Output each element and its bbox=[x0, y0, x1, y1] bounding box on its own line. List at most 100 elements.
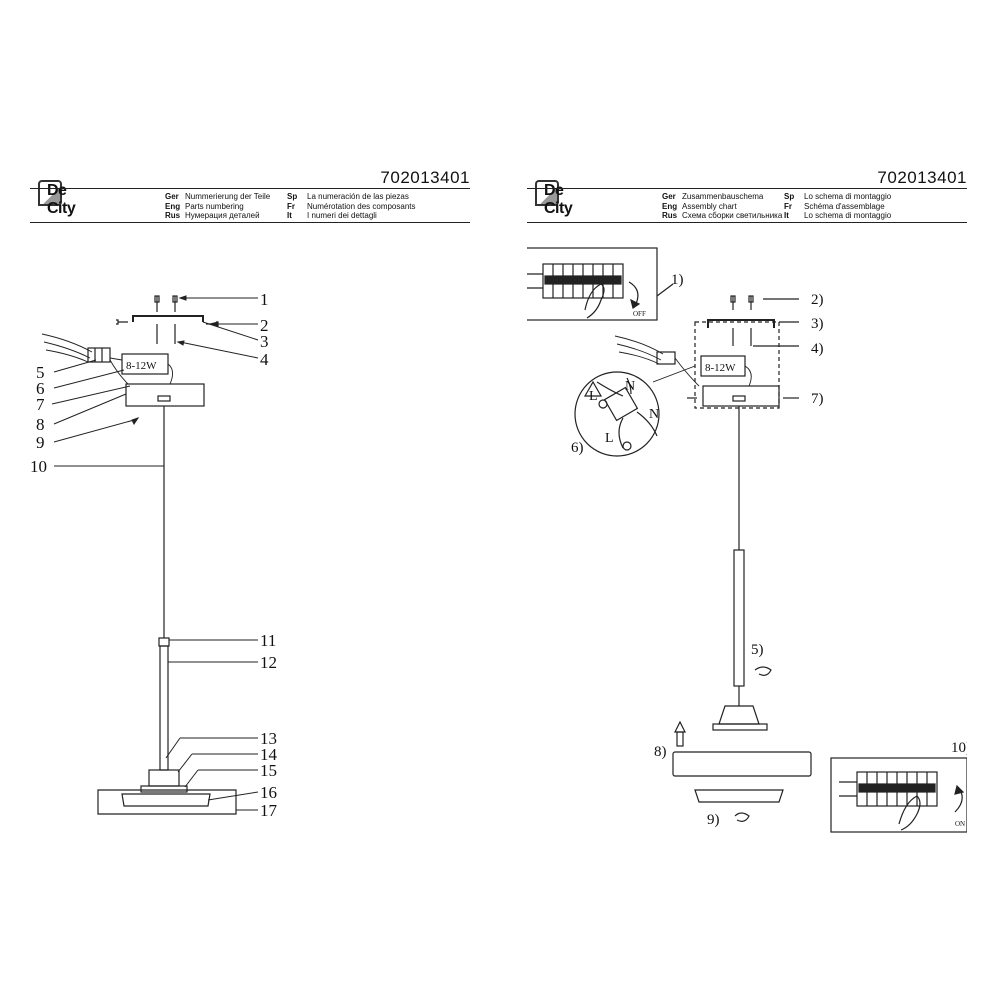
step-label: 8) bbox=[654, 744, 667, 760]
lang-code: Fr bbox=[784, 201, 792, 211]
step-label: 2) bbox=[811, 292, 824, 308]
logo-mark-icon bbox=[38, 180, 62, 206]
circuit-breaker-icon bbox=[527, 263, 624, 299]
header-text: Нумерация деталей bbox=[185, 211, 260, 220]
step-label: 9) bbox=[707, 812, 720, 828]
part-number: 11 bbox=[260, 631, 276, 650]
step-label: 6) bbox=[571, 440, 584, 456]
part-number: 1 bbox=[260, 290, 269, 309]
lamp-ring bbox=[140, 785, 188, 793]
header-text: La numeración de las piezas bbox=[307, 192, 409, 201]
part-number: 16 bbox=[260, 783, 277, 802]
logo-mark-icon bbox=[535, 180, 559, 206]
wire-label: L bbox=[605, 431, 614, 446]
step-label: 4) bbox=[811, 341, 824, 357]
rotate-icon bbox=[734, 812, 750, 822]
header-text: I numeri dei dettagli bbox=[307, 211, 377, 220]
screw-icon bbox=[154, 295, 178, 312]
wire-label: N bbox=[649, 407, 659, 422]
driver-label: 8-12W bbox=[126, 360, 157, 372]
wire-label: L bbox=[589, 389, 598, 404]
breaker-off-panel bbox=[527, 247, 658, 321]
switch-on-label: ON bbox=[955, 820, 965, 828]
header-top-rule bbox=[527, 188, 967, 189]
diffuser bbox=[672, 751, 812, 777]
rotate-icon bbox=[754, 666, 772, 676]
header-text: Lo schema di montaggio bbox=[804, 211, 892, 220]
part-number: 8 bbox=[36, 415, 45, 434]
step-label: 3) bbox=[811, 316, 824, 332]
header-bottom-rule bbox=[30, 222, 470, 223]
lang-code: Fr bbox=[287, 201, 295, 211]
wire-label: N bbox=[625, 379, 635, 394]
hand-icon bbox=[584, 283, 605, 319]
lang-code: Rus bbox=[662, 211, 678, 220]
warning-icon bbox=[583, 380, 603, 397]
circuit-breaker-icon bbox=[839, 771, 938, 807]
wiring-detail-circle bbox=[574, 371, 660, 457]
mounting-bracket bbox=[707, 319, 775, 328]
stem-tube bbox=[159, 645, 169, 771]
part-number: 17 bbox=[260, 801, 278, 820]
step-label: 5) bbox=[751, 642, 764, 658]
header-text: Zusammenbauschema bbox=[682, 192, 764, 201]
switch-off-label: OFF bbox=[633, 310, 646, 318]
lang-code: It bbox=[784, 211, 789, 220]
part-number: 2 bbox=[260, 316, 269, 335]
diffuser bbox=[97, 789, 237, 815]
led-plate bbox=[121, 793, 211, 807]
header-text: Schéma d'assemblage bbox=[804, 201, 885, 211]
step-label: 10) bbox=[951, 740, 967, 756]
lang-code: Ger bbox=[165, 192, 179, 201]
step-label: 7) bbox=[811, 391, 824, 407]
part-number: 15 bbox=[260, 761, 277, 780]
brand-logo: De City bbox=[535, 178, 595, 217]
part-number: 5 bbox=[36, 363, 45, 382]
header-text: Assembly chart bbox=[682, 201, 737, 211]
product-code: 702013401 bbox=[877, 168, 967, 187]
header-text: Nummerierung der Teile bbox=[185, 192, 271, 201]
stem-cap bbox=[158, 637, 170, 647]
lamp-ring bbox=[712, 723, 768, 731]
mains-wires bbox=[614, 335, 664, 365]
driver-label: 8-12W bbox=[705, 362, 736, 374]
header-bottom-rule bbox=[527, 222, 967, 223]
part-number: 7 bbox=[36, 395, 45, 414]
earth-terminal-icon bbox=[622, 441, 632, 451]
side-screw-icon bbox=[116, 319, 128, 325]
part-number: 4 bbox=[260, 350, 269, 369]
canopy bbox=[702, 385, 780, 407]
header-text: Lo schema di montaggio bbox=[804, 192, 892, 201]
driver-wires bbox=[674, 357, 752, 387]
part-number: 10 bbox=[30, 457, 47, 476]
lamp-holder bbox=[718, 705, 760, 725]
assembly-outline bbox=[694, 321, 780, 409]
lang-code: Sp bbox=[287, 192, 298, 201]
lang-code: Rus bbox=[165, 211, 181, 220]
mounting-bracket bbox=[132, 315, 204, 322]
canopy bbox=[125, 383, 205, 407]
part-number: 14 bbox=[260, 745, 278, 764]
connector-block bbox=[603, 386, 639, 422]
step-label: 1) bbox=[671, 272, 684, 288]
lang-code: Ger bbox=[662, 192, 676, 201]
terminal-block bbox=[656, 351, 676, 365]
stem-tube bbox=[733, 549, 745, 687]
lang-code: It bbox=[287, 211, 292, 220]
logo-text: De City bbox=[544, 182, 573, 217]
breaker-on-panel bbox=[830, 757, 967, 833]
part-number: 9 bbox=[36, 433, 45, 452]
assembly-diagram: 8-12W OFF ON N N L L 1) 2) 3) 4) 5) 6) 7… bbox=[527, 247, 967, 833]
earth-terminal-icon bbox=[598, 399, 608, 409]
driver-wires bbox=[109, 357, 173, 385]
part-number: 12 bbox=[260, 653, 277, 672]
wiring-leads bbox=[596, 377, 658, 449]
mains-wires bbox=[41, 333, 93, 363]
logo-text: De City bbox=[47, 182, 76, 217]
